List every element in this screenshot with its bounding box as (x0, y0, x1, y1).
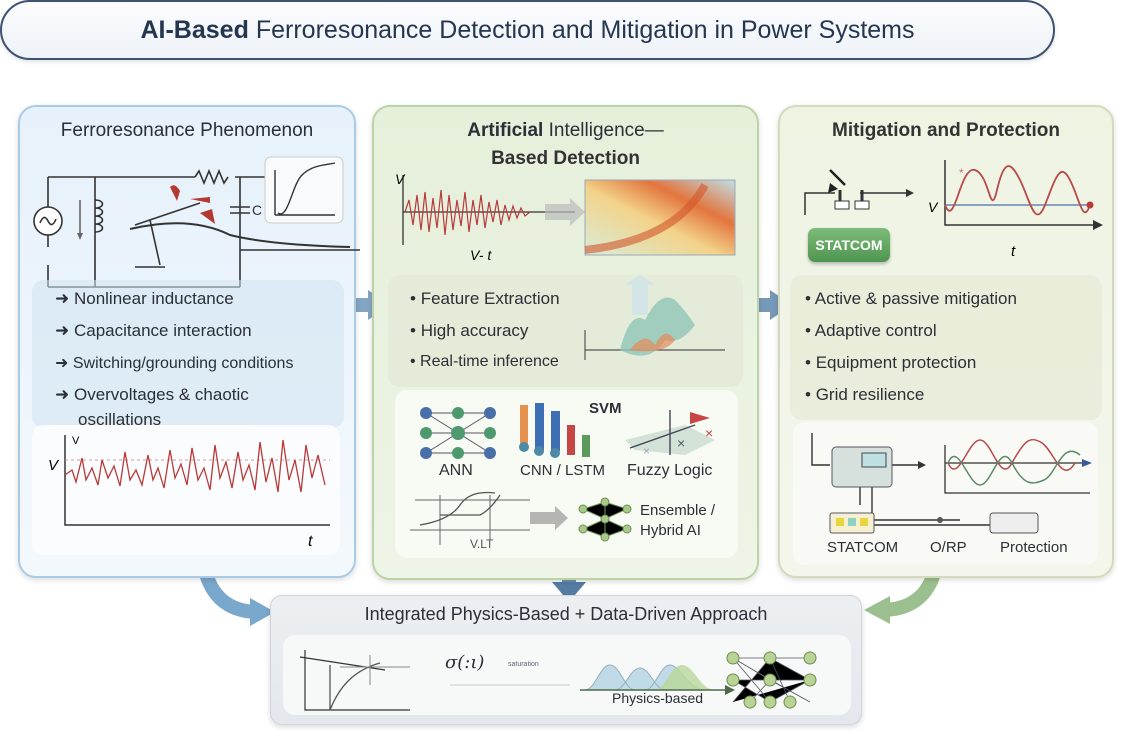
feature-spectrum-icon (584, 275, 725, 360)
mitigated-sine-chart: * V t (928, 160, 1103, 260)
ann-label: ANN (439, 462, 473, 479)
bullet-equipment-protection: • Equipment protection (805, 353, 977, 372)
bullet-grid-resilience: • Grid resilience (805, 385, 925, 404)
ensemble-label: Ensemble / (640, 502, 716, 519)
title-rest: Ferroresonance Detection and Mitigation … (255, 15, 915, 44)
saturation-label: saturation (508, 661, 539, 668)
bullet-active-passive: • Active & passive mitigation (805, 289, 1017, 308)
bullet-high-accuracy: • High accuracy (410, 321, 529, 340)
svg-text:*: * (959, 166, 964, 180)
distribution-curves (450, 664, 735, 695)
waveform-x-label: V- t (470, 247, 492, 263)
bottom-title: Integrated Physics-Based + Data-Driven A… (364, 604, 768, 624)
vlt-label: V.LT (470, 537, 494, 551)
membership-function-icon: V.LT (410, 491, 568, 551)
bullet-adaptive-control: • Adaptive control (805, 321, 937, 340)
chart-x-label: t (308, 533, 313, 550)
left-bullets-box (32, 280, 344, 428)
ann-icon (420, 407, 496, 459)
svg-text:×: × (643, 444, 650, 458)
svm-fuzzy-icon: × × × (625, 410, 715, 458)
bullet-capacitance-interaction: ➜ Capacitance interaction (55, 321, 252, 340)
bullet-feature-extraction: • Feature Extraction (410, 289, 560, 308)
svm-label: SVM (589, 400, 622, 417)
right-bullets-box (790, 275, 1102, 420)
neural-network-icon (726, 651, 817, 709)
title-bold: AI-Based (140, 15, 249, 44)
saturation-curve-icon (299, 650, 410, 711)
protection-diagram (811, 433, 1092, 534)
chaotic-waveform: V V t (48, 435, 330, 550)
orp-label: O/RP (930, 539, 967, 556)
chart-y-label: V (48, 457, 60, 474)
sine-x-label: t (1011, 243, 1016, 260)
mid-title-line2: Based Detection (491, 148, 640, 169)
cnn-lstm-label: CNN / LSTM (520, 462, 606, 479)
hybrid-ai-label: Hybrid AI (640, 522, 701, 539)
cnn-lstm-icon (519, 403, 590, 458)
voltage-time-waveform: V V- t (395, 171, 585, 263)
spectrogram-heatmap (584, 179, 736, 256)
bullet-overvoltages: ➜ Overvoltages & chaotic (55, 385, 249, 404)
ferroresonance-circuit: C (33, 156, 360, 288)
arrow-mid-to-bottom (552, 582, 586, 602)
statcom-label: STATCOM (827, 539, 899, 556)
sine-y-label: V (928, 199, 939, 215)
left-panel-title: Ferroresonance Phenomenon (60, 120, 314, 141)
mid-title-line1: Artificial Intelligence— (467, 120, 664, 141)
physics-based-label: Physics-based (612, 690, 704, 706)
statcom-button[interactable]: STATCOM (808, 228, 890, 262)
svg-text:×: × (705, 425, 713, 441)
bullet-oscillations: oscillations (78, 410, 162, 429)
fuzzy-logic-label: Fuzzy Logic (627, 462, 713, 479)
svg-text:×: × (677, 435, 685, 451)
ensemble-network-icon (578, 497, 632, 542)
bullet-switching-conditions: ➜ Switching/grounding conditions (55, 355, 294, 372)
switch-icon (804, 169, 914, 215)
right-panel-title: Mitigation and Protection (832, 120, 1060, 141)
waveform-y-label: V (395, 171, 406, 187)
capacitor-label: C (252, 202, 262, 218)
protection-label: Protection (1000, 539, 1068, 556)
bullet-real-time-inference: • Real-time inference (410, 353, 559, 370)
bullet-nonlinear-inductance: ➜ Nonlinear inductance (55, 289, 234, 308)
chart-y-label-top: V (72, 435, 80, 447)
overvoltage-chart (32, 425, 340, 555)
sigma-function: σ(:ι) (445, 652, 485, 673)
